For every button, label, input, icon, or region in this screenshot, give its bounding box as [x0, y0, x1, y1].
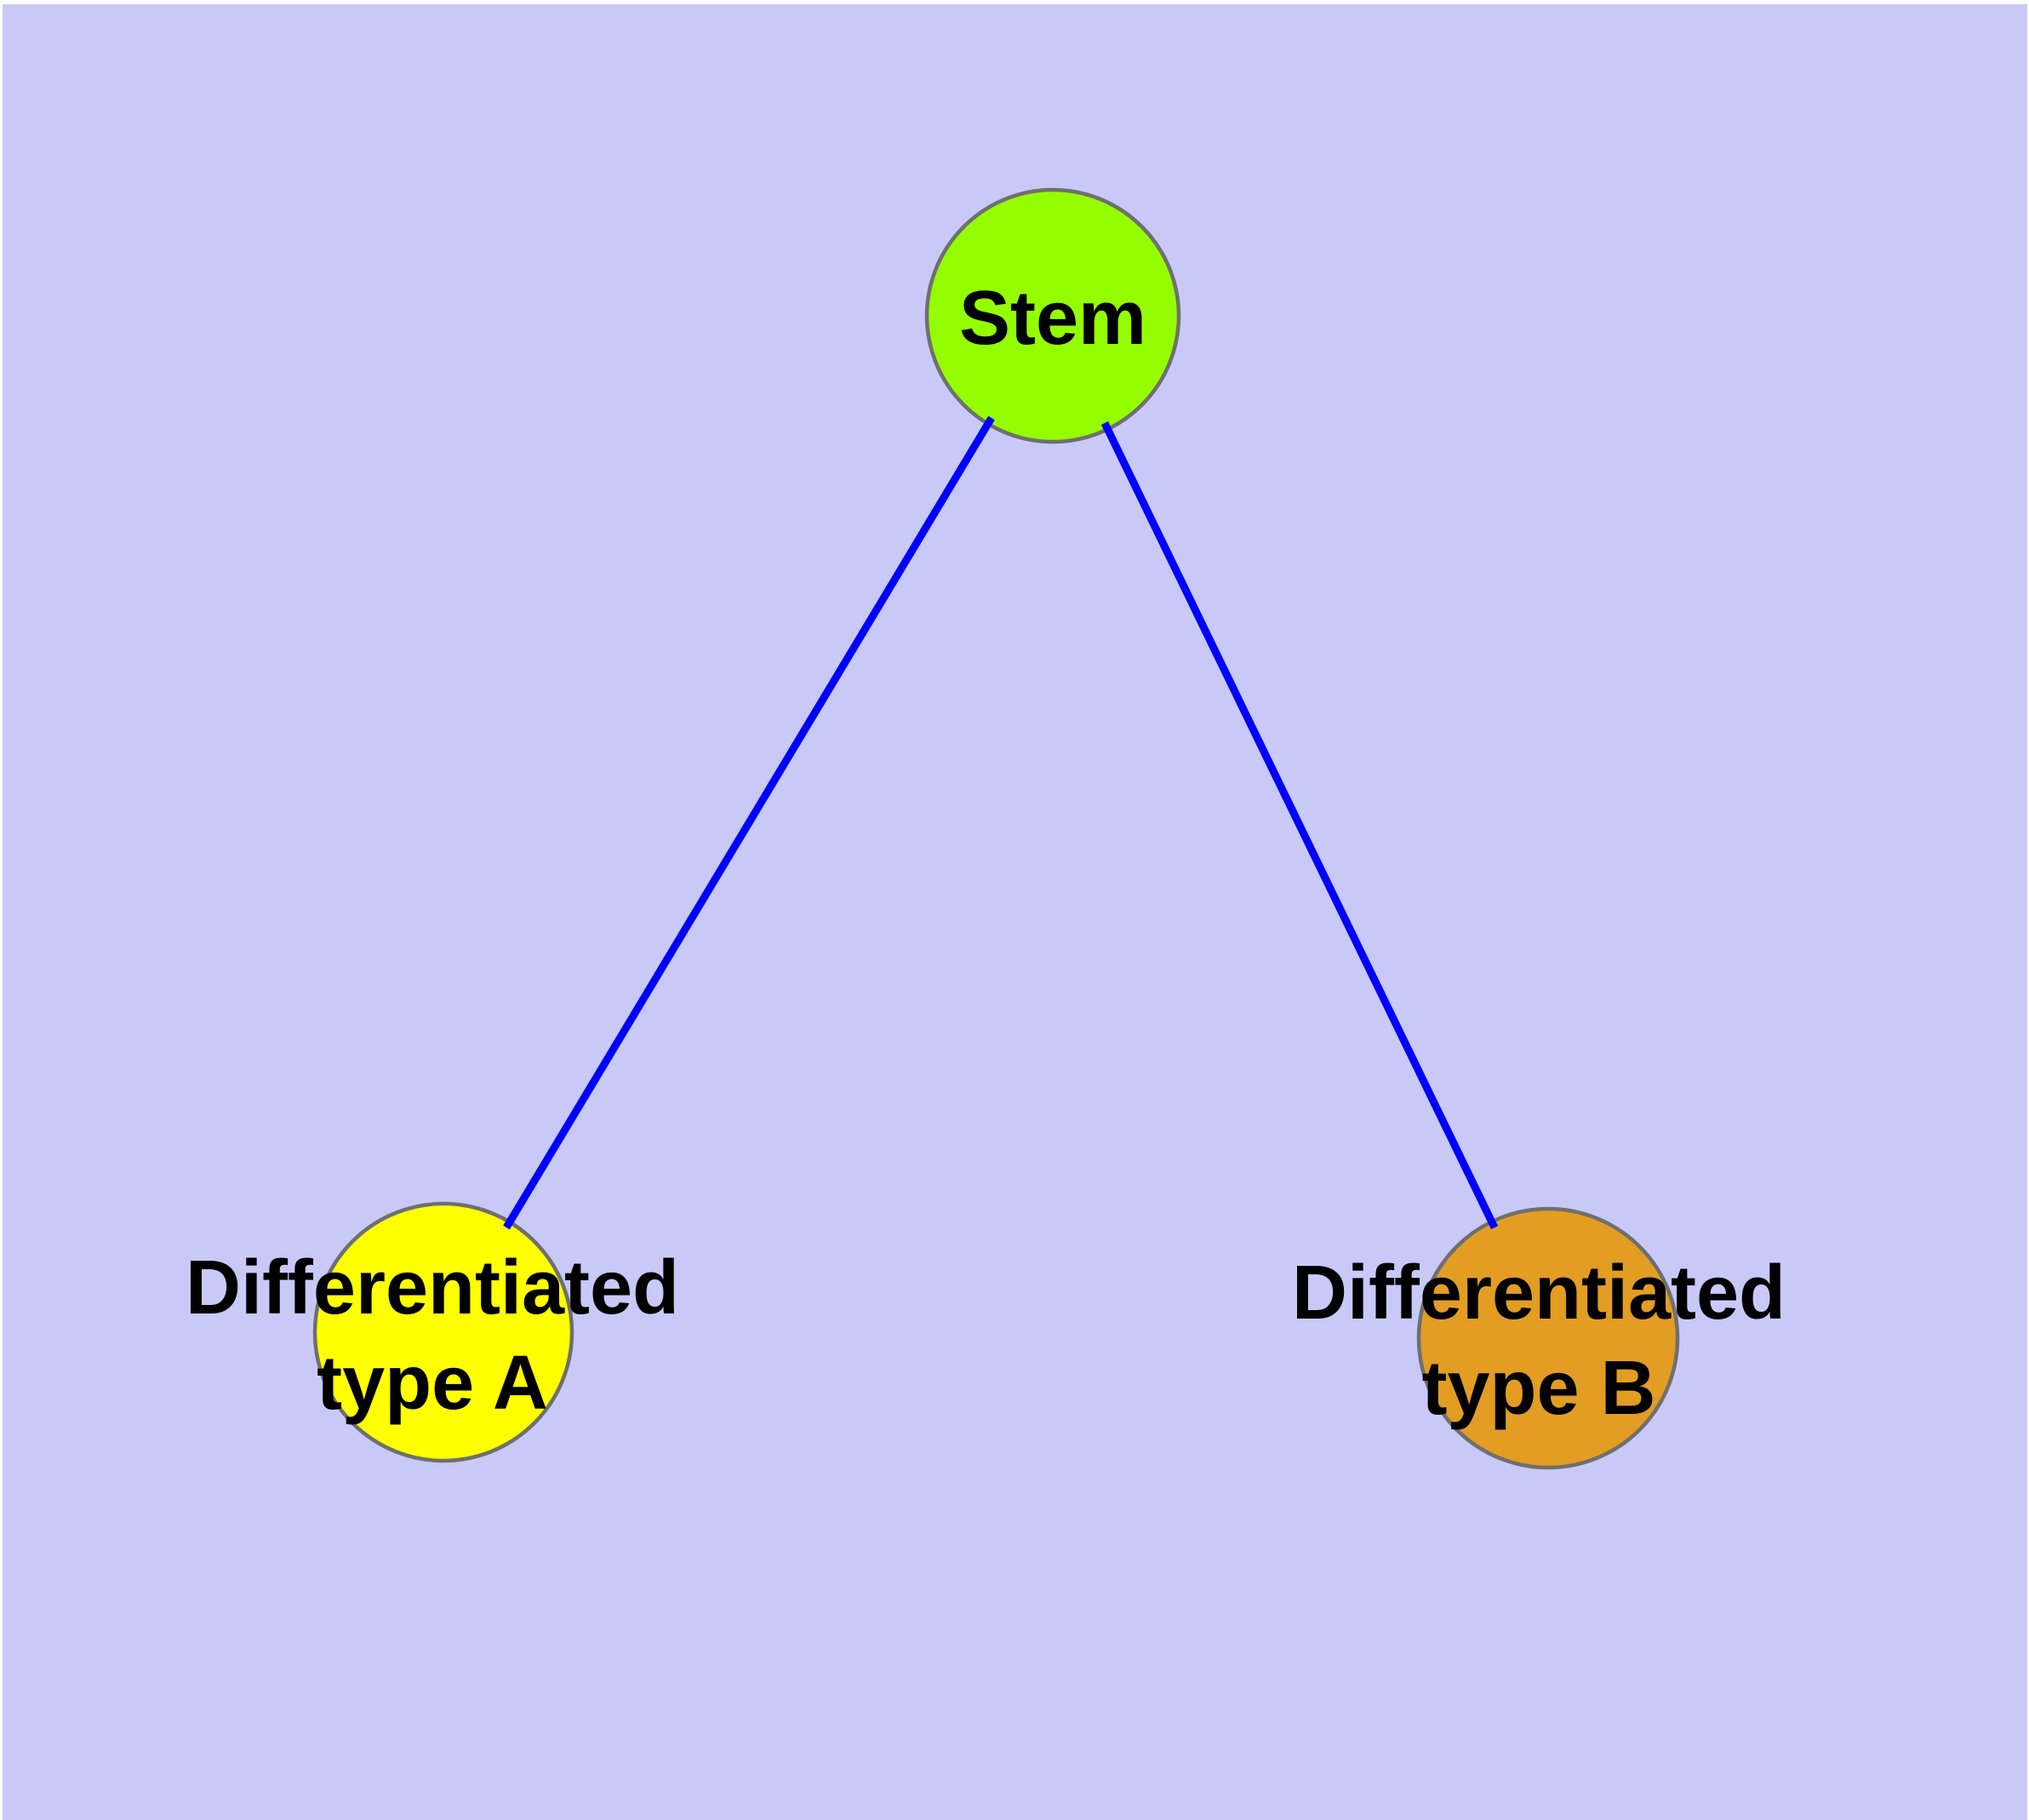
edge-stem-to-type-b — [1100, 421, 1499, 1229]
node-differentiated-type-b-label-line2: type B — [1421, 1346, 1655, 1431]
node-differentiated-type-b-circle — [1416, 1206, 1680, 1470]
node-differentiated-type-a-label-line1: Differentiated — [186, 1245, 679, 1331]
node-differentiated-type-a-circle — [312, 1201, 574, 1463]
node-stem-label: Stem — [959, 276, 1146, 361]
edge-stem-to-type-a — [503, 415, 995, 1230]
node-differentiated-type-a-label-line2: type A — [317, 1341, 548, 1426]
node-differentiated-type-b-label-line1: Differentiated — [1292, 1251, 1786, 1336]
node-stem-circle — [924, 187, 1181, 444]
